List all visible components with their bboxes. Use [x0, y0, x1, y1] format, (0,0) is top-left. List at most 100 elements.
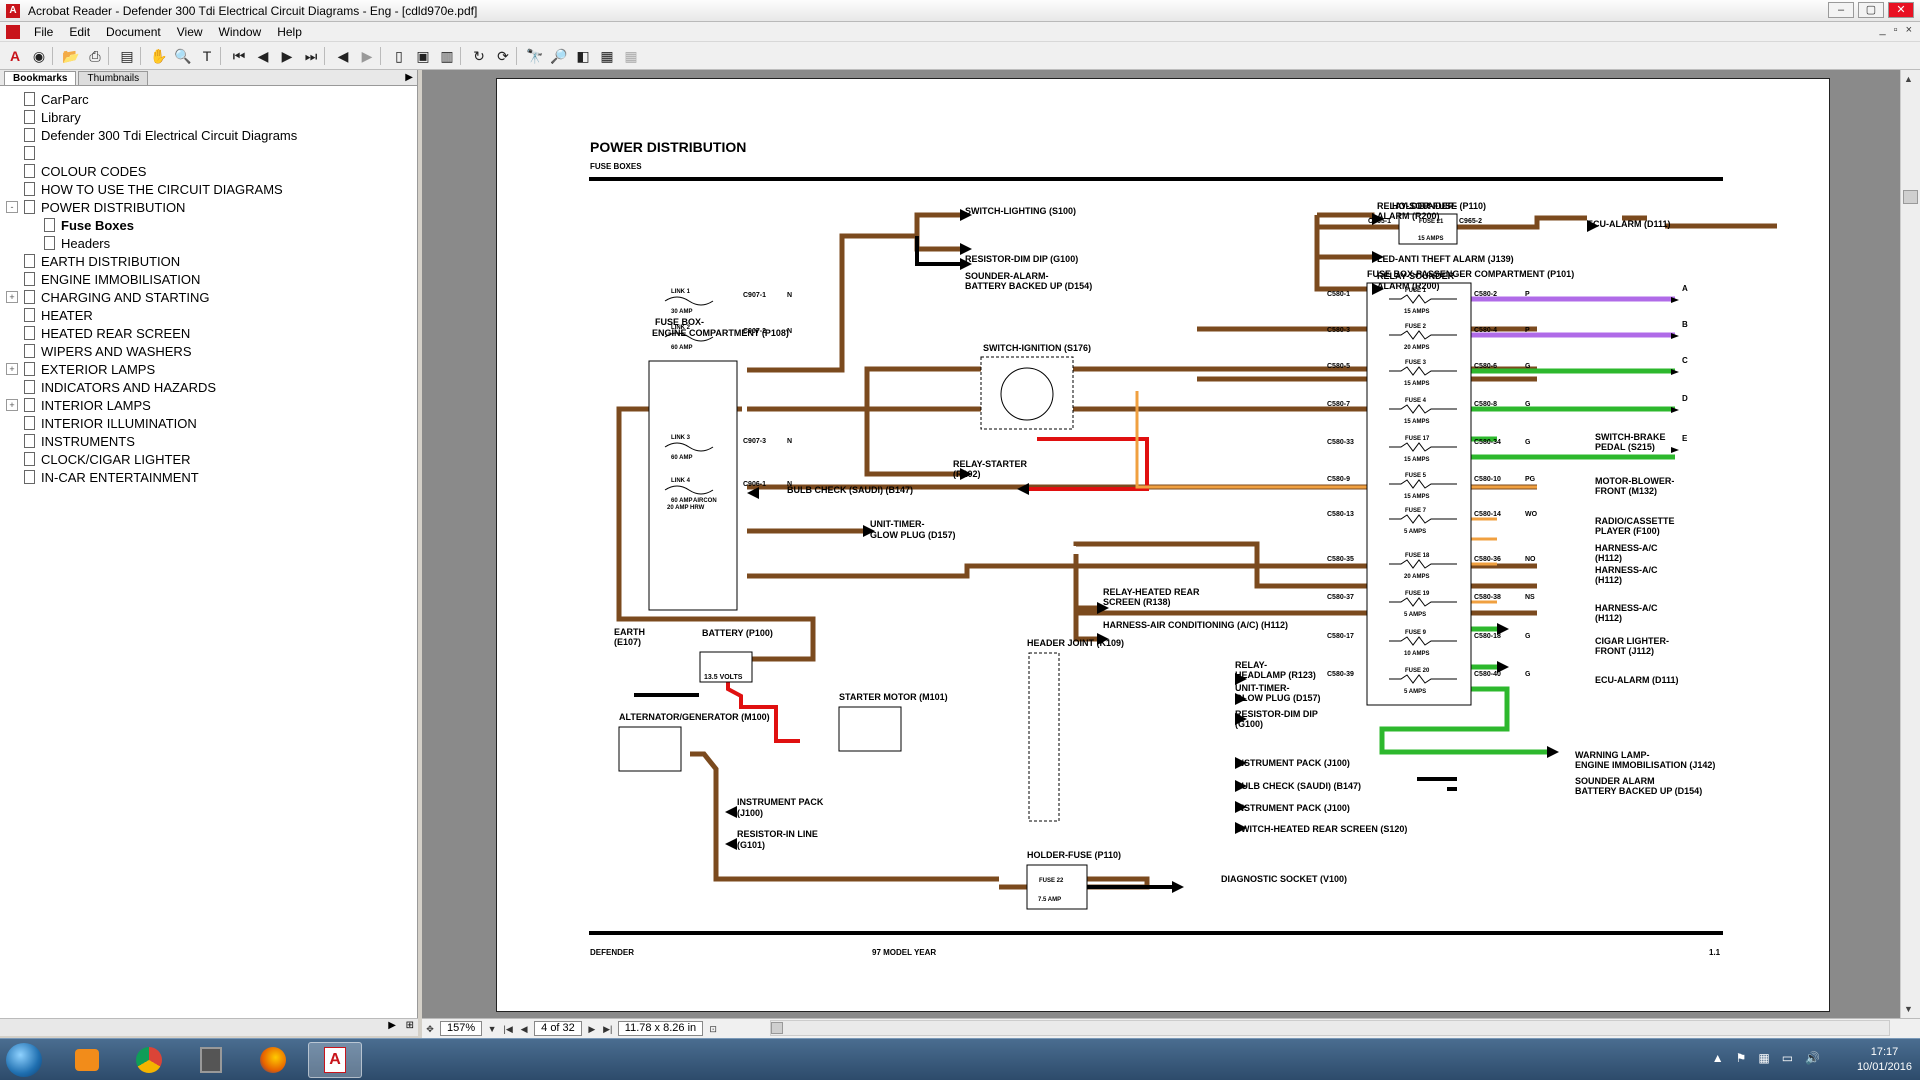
panel-menu-icon[interactable]: ▶	[405, 72, 413, 83]
menu-edit[interactable]: Edit	[69, 24, 91, 39]
resize-grip-icon[interactable]: ⊞	[405, 1020, 414, 1031]
text-select-icon[interactable]: T	[202, 47, 212, 64]
flag-icon[interactable]: ⚑	[1735, 1051, 1747, 1065]
calculator-button[interactable]	[184, 1042, 238, 1078]
menu-view[interactable]: View	[176, 24, 203, 39]
first-page-icon[interactable]: ⏮	[232, 47, 246, 64]
last-page-button[interactable]: ▶|	[603, 1023, 613, 1034]
hscroll-thumb[interactable]	[771, 1022, 783, 1034]
ebook-icon[interactable]: ◧	[576, 47, 590, 64]
bookmark-item[interactable]: EARTH DISTRIBUTION	[0, 252, 417, 270]
find-icon[interactable]: 🔭	[526, 47, 544, 64]
bookmark-item[interactable]	[0, 144, 417, 162]
expand-icon[interactable]: +	[6, 363, 18, 375]
link-wire-colour: N	[787, 481, 792, 488]
clock[interactable]: 17:17 10/01/2016	[1857, 1045, 1912, 1075]
next-page-icon[interactable]: ▶	[281, 47, 293, 64]
bookmark-item[interactable]: CarParc	[0, 90, 417, 108]
close-button[interactable]: ✕	[1888, 2, 1914, 18]
bookmark-item[interactable]: INDICATORS AND HAZARDS	[0, 378, 417, 396]
bookmark-item[interactable]: Fuse Boxes	[0, 216, 417, 234]
doc-minimize-icon[interactable]: _	[1879, 24, 1886, 36]
network-icon[interactable]: ▦	[1758, 1051, 1770, 1065]
vertical-scrollbar[interactable]: ▲ ▼	[1900, 70, 1920, 1018]
zoom-tool-icon[interactable]: 🔍	[174, 47, 192, 64]
show-hidden-icons-icon[interactable]: ▲	[1711, 1051, 1724, 1065]
fit-page-icon[interactable]: ▣	[416, 47, 430, 64]
prev-page-icon[interactable]: ◀	[257, 47, 269, 64]
bookmark-item[interactable]: IN-CAR ENTERTAINMENT	[0, 468, 417, 486]
bookmark-item[interactable]: +INTERIOR LAMPS	[0, 396, 417, 414]
bookmark-item[interactable]: ENGINE IMMOBILISATION	[0, 270, 417, 288]
firefox-button[interactable]	[246, 1042, 300, 1078]
acrobat-taskbar-button[interactable]: A	[308, 1042, 362, 1078]
display-icon[interactable]: ▭	[1781, 1051, 1794, 1065]
zoom-dropdown-icon[interactable]: ▼	[487, 1023, 497, 1034]
page-layout-icon[interactable]: ✥	[426, 1023, 434, 1034]
go-forward-icon[interactable]: ▶	[361, 47, 373, 64]
next-page-button[interactable]: ▶	[588, 1023, 596, 1034]
search-icon[interactable]: 🔎	[550, 47, 568, 64]
panel-splitter[interactable]	[418, 70, 422, 1036]
bookmark-item[interactable]: Library	[0, 108, 417, 126]
expand-icon[interactable]: +	[6, 291, 18, 303]
fit-width-icon[interactable]: ▥	[440, 47, 454, 64]
hand-tool-icon[interactable]: ✋	[150, 47, 168, 64]
tab-bookmarks[interactable]: Bookmarks	[4, 71, 77, 85]
scroll-right-icon[interactable]: ▶	[388, 1020, 396, 1031]
print-icon[interactable]: ⎙	[89, 47, 101, 64]
minimize-button[interactable]: –	[1828, 2, 1854, 18]
maximize-button[interactable]: ▢	[1858, 2, 1884, 18]
menu-help[interactable]: Help	[277, 24, 302, 39]
bookmark-item[interactable]: HEATER	[0, 306, 417, 324]
bookmark-item[interactable]: INSTRUMENTS	[0, 432, 417, 450]
open-icon[interactable]: 📂	[62, 47, 80, 64]
bookmark-item[interactable]: COLOUR CODES	[0, 162, 417, 180]
zoom-field[interactable]: 157%	[440, 1021, 483, 1036]
rotate-view-icon[interactable]: ⟳	[497, 47, 509, 64]
bookmark-item[interactable]: +EXTERIOR LAMPS	[0, 360, 417, 378]
bookmark-page-icon	[24, 290, 35, 304]
menu-file[interactable]: File	[34, 24, 54, 39]
volume-icon[interactable]: 🔊	[1805, 1051, 1820, 1065]
page-options-icon[interactable]: ⊡	[709, 1023, 717, 1034]
doc-close-icon[interactable]: ×	[1905, 24, 1912, 36]
expand-icon[interactable]: +	[6, 399, 18, 411]
scroll-thumb[interactable]	[1903, 190, 1918, 204]
label-led-anti: LED-ANTI THEFT ALARM (J139)	[1377, 254, 1514, 264]
first-page-button[interactable]: |◀	[503, 1023, 513, 1034]
fuse-input-connector: C580-9	[1327, 476, 1350, 483]
more-tools-icon[interactable]: ▦	[624, 47, 638, 64]
tab-thumbnails[interactable]: Thumbnails	[78, 71, 149, 85]
doc-restore-icon[interactable]: ▫	[1893, 24, 1898, 36]
menu-document[interactable]: Document	[106, 24, 161, 39]
bookmark-item[interactable]: +CHARGING AND STARTING	[0, 288, 417, 306]
bookmark-item[interactable]: -POWER DISTRIBUTION	[0, 198, 417, 216]
bookmark-item[interactable]: Headers	[0, 234, 417, 252]
go-back-icon[interactable]: ◀	[337, 47, 349, 64]
chrome-button[interactable]	[122, 1042, 176, 1078]
label-starter: STARTER MOTOR (M101)	[839, 692, 948, 702]
bookmark-item[interactable]: HOW TO USE THE CIRCUIT DIAGRAMS	[0, 180, 417, 198]
bookmark-item[interactable]: HEATED REAR SCREEN	[0, 324, 417, 342]
page-field[interactable]: 4 of 32	[534, 1021, 582, 1036]
actual-size-icon[interactable]: ▯	[395, 47, 403, 64]
collapse-icon[interactable]: -	[6, 201, 18, 213]
tools-icon[interactable]: ▦	[600, 47, 614, 64]
menu-window[interactable]: Window	[218, 24, 262, 39]
media-player-button[interactable]	[60, 1042, 114, 1078]
bookmark-label: INSTRUMENTS	[41, 433, 135, 449]
bookmark-item[interactable]: Defender 300 Tdi Electrical Circuit Diag…	[0, 126, 417, 144]
bookmark-item[interactable]: CLOCK/CIGAR LIGHTER	[0, 450, 417, 468]
horizontal-scrollbar[interactable]	[770, 1020, 1890, 1036]
start-button[interactable]	[6, 1043, 42, 1077]
prev-page-button[interactable]: ◀	[520, 1023, 528, 1034]
web-capture-icon[interactable]: ◉	[32, 47, 46, 64]
rotate-icon[interactable]: ↻	[473, 47, 485, 64]
show-navigation-icon[interactable]: ▤	[120, 47, 134, 64]
last-page-icon[interactable]: ⏭	[304, 47, 318, 64]
scroll-down-icon[interactable]: ▼	[1904, 1004, 1913, 1014]
bookmark-item[interactable]: INTERIOR ILLUMINATION	[0, 414, 417, 432]
scroll-up-icon[interactable]: ▲	[1904, 74, 1913, 84]
bookmark-item[interactable]: WIPERS AND WASHERS	[0, 342, 417, 360]
